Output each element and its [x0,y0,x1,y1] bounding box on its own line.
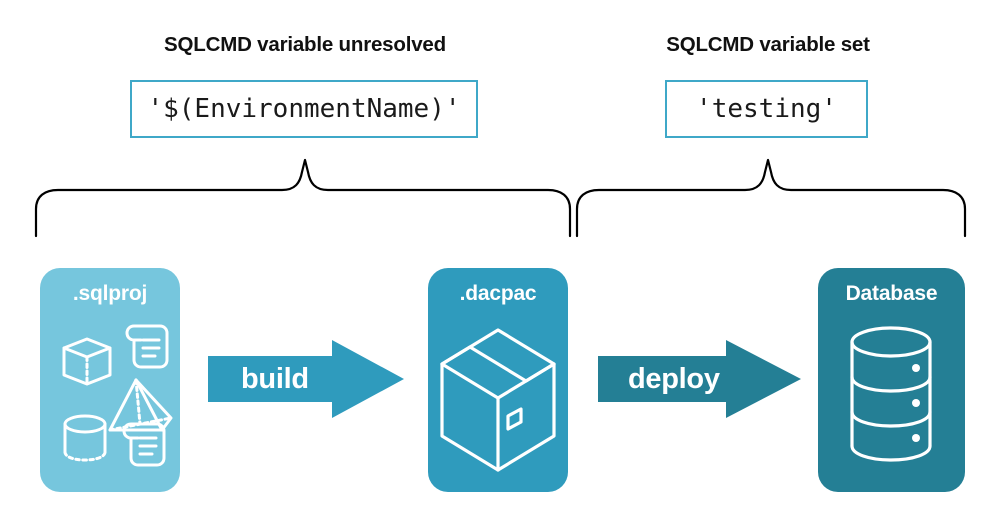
artifact-title-dacpac: .dacpac [459,282,537,305]
section-label-set: SQLCMD variable set [666,33,870,56]
arrow-build: build [208,340,404,418]
arrow-build-label: build [241,362,309,395]
artifact-title-sqlproj: .sqlproj [72,282,148,305]
sqlcmd-value-box-set: 'testing' [665,80,868,138]
arrow-deploy-label: deploy [628,362,720,395]
database-cylinder-icon [850,326,932,462]
artifact-box-sqlproj: .sqlproj [40,268,180,492]
package-box-icon [440,328,556,472]
sqlcmd-value-box-unresolved: '$(EnvironmentName)' [130,80,478,138]
curly-brace-right [575,158,967,238]
section-label-unresolved: SQLCMD variable unresolved [164,33,446,56]
project-shapes-and-scripts-icon [62,324,173,467]
artifact-title-database: Database [845,282,938,305]
curly-brace-left [34,158,572,238]
arrow-deploy-shape [598,340,801,418]
artifact-box-dacpac: .dacpac [428,268,568,492]
arrow-deploy: deploy [598,340,801,418]
arrow-build-shape [208,340,404,418]
artifact-box-database: Database [818,268,965,492]
